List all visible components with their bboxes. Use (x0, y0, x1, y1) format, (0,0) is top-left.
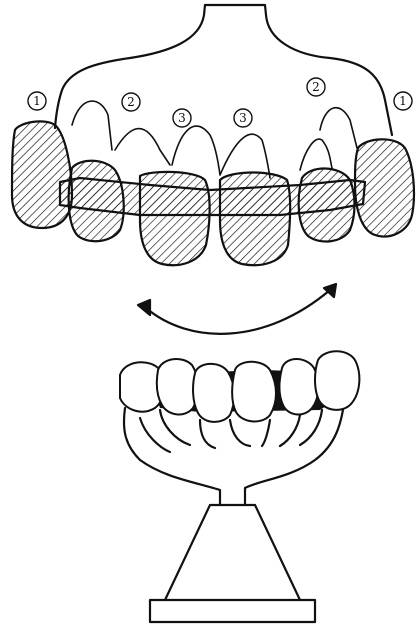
label-left-central: 3 (173, 109, 191, 127)
upper-tooth-right-lateral (299, 168, 355, 241)
label-right-central: 3 (234, 109, 252, 127)
upper-tooth-right-outer (355, 139, 414, 236)
upper-tooth-left-central (140, 172, 210, 265)
svg-text:3: 3 (239, 111, 247, 125)
lower-model (120, 351, 359, 622)
upper-gum-arches (72, 101, 357, 178)
upper-tooth-left-lateral (69, 161, 124, 242)
upper-tooth-right-central (220, 173, 290, 266)
lower-holder-outline (124, 395, 345, 505)
upper-gingiva-outline (55, 5, 392, 135)
lower-pedestal (150, 505, 315, 622)
label-left-outer: 1 (28, 92, 46, 110)
label-right-lateral: 2 (307, 78, 325, 96)
lower-tooth-4 (232, 362, 276, 422)
upper-tooth-left-outer (12, 121, 72, 228)
label-left-lateral: 2 (122, 93, 140, 111)
curved-double-arrow-icon (138, 284, 336, 334)
svg-text:2: 2 (312, 80, 320, 94)
lower-tooth-5 (280, 359, 319, 414)
svg-text:1: 1 (33, 94, 41, 108)
svg-text:1: 1 (399, 94, 407, 108)
upper-model: 1 2 3 3 2 1 (12, 5, 414, 265)
lower-tooth-3 (193, 364, 234, 422)
label-right-outer: 1 (394, 92, 412, 110)
lower-tooth-2 (157, 359, 198, 415)
svg-text:2: 2 (127, 95, 135, 109)
lower-tooth-6 (315, 351, 359, 410)
svg-text:3: 3 (178, 111, 186, 125)
